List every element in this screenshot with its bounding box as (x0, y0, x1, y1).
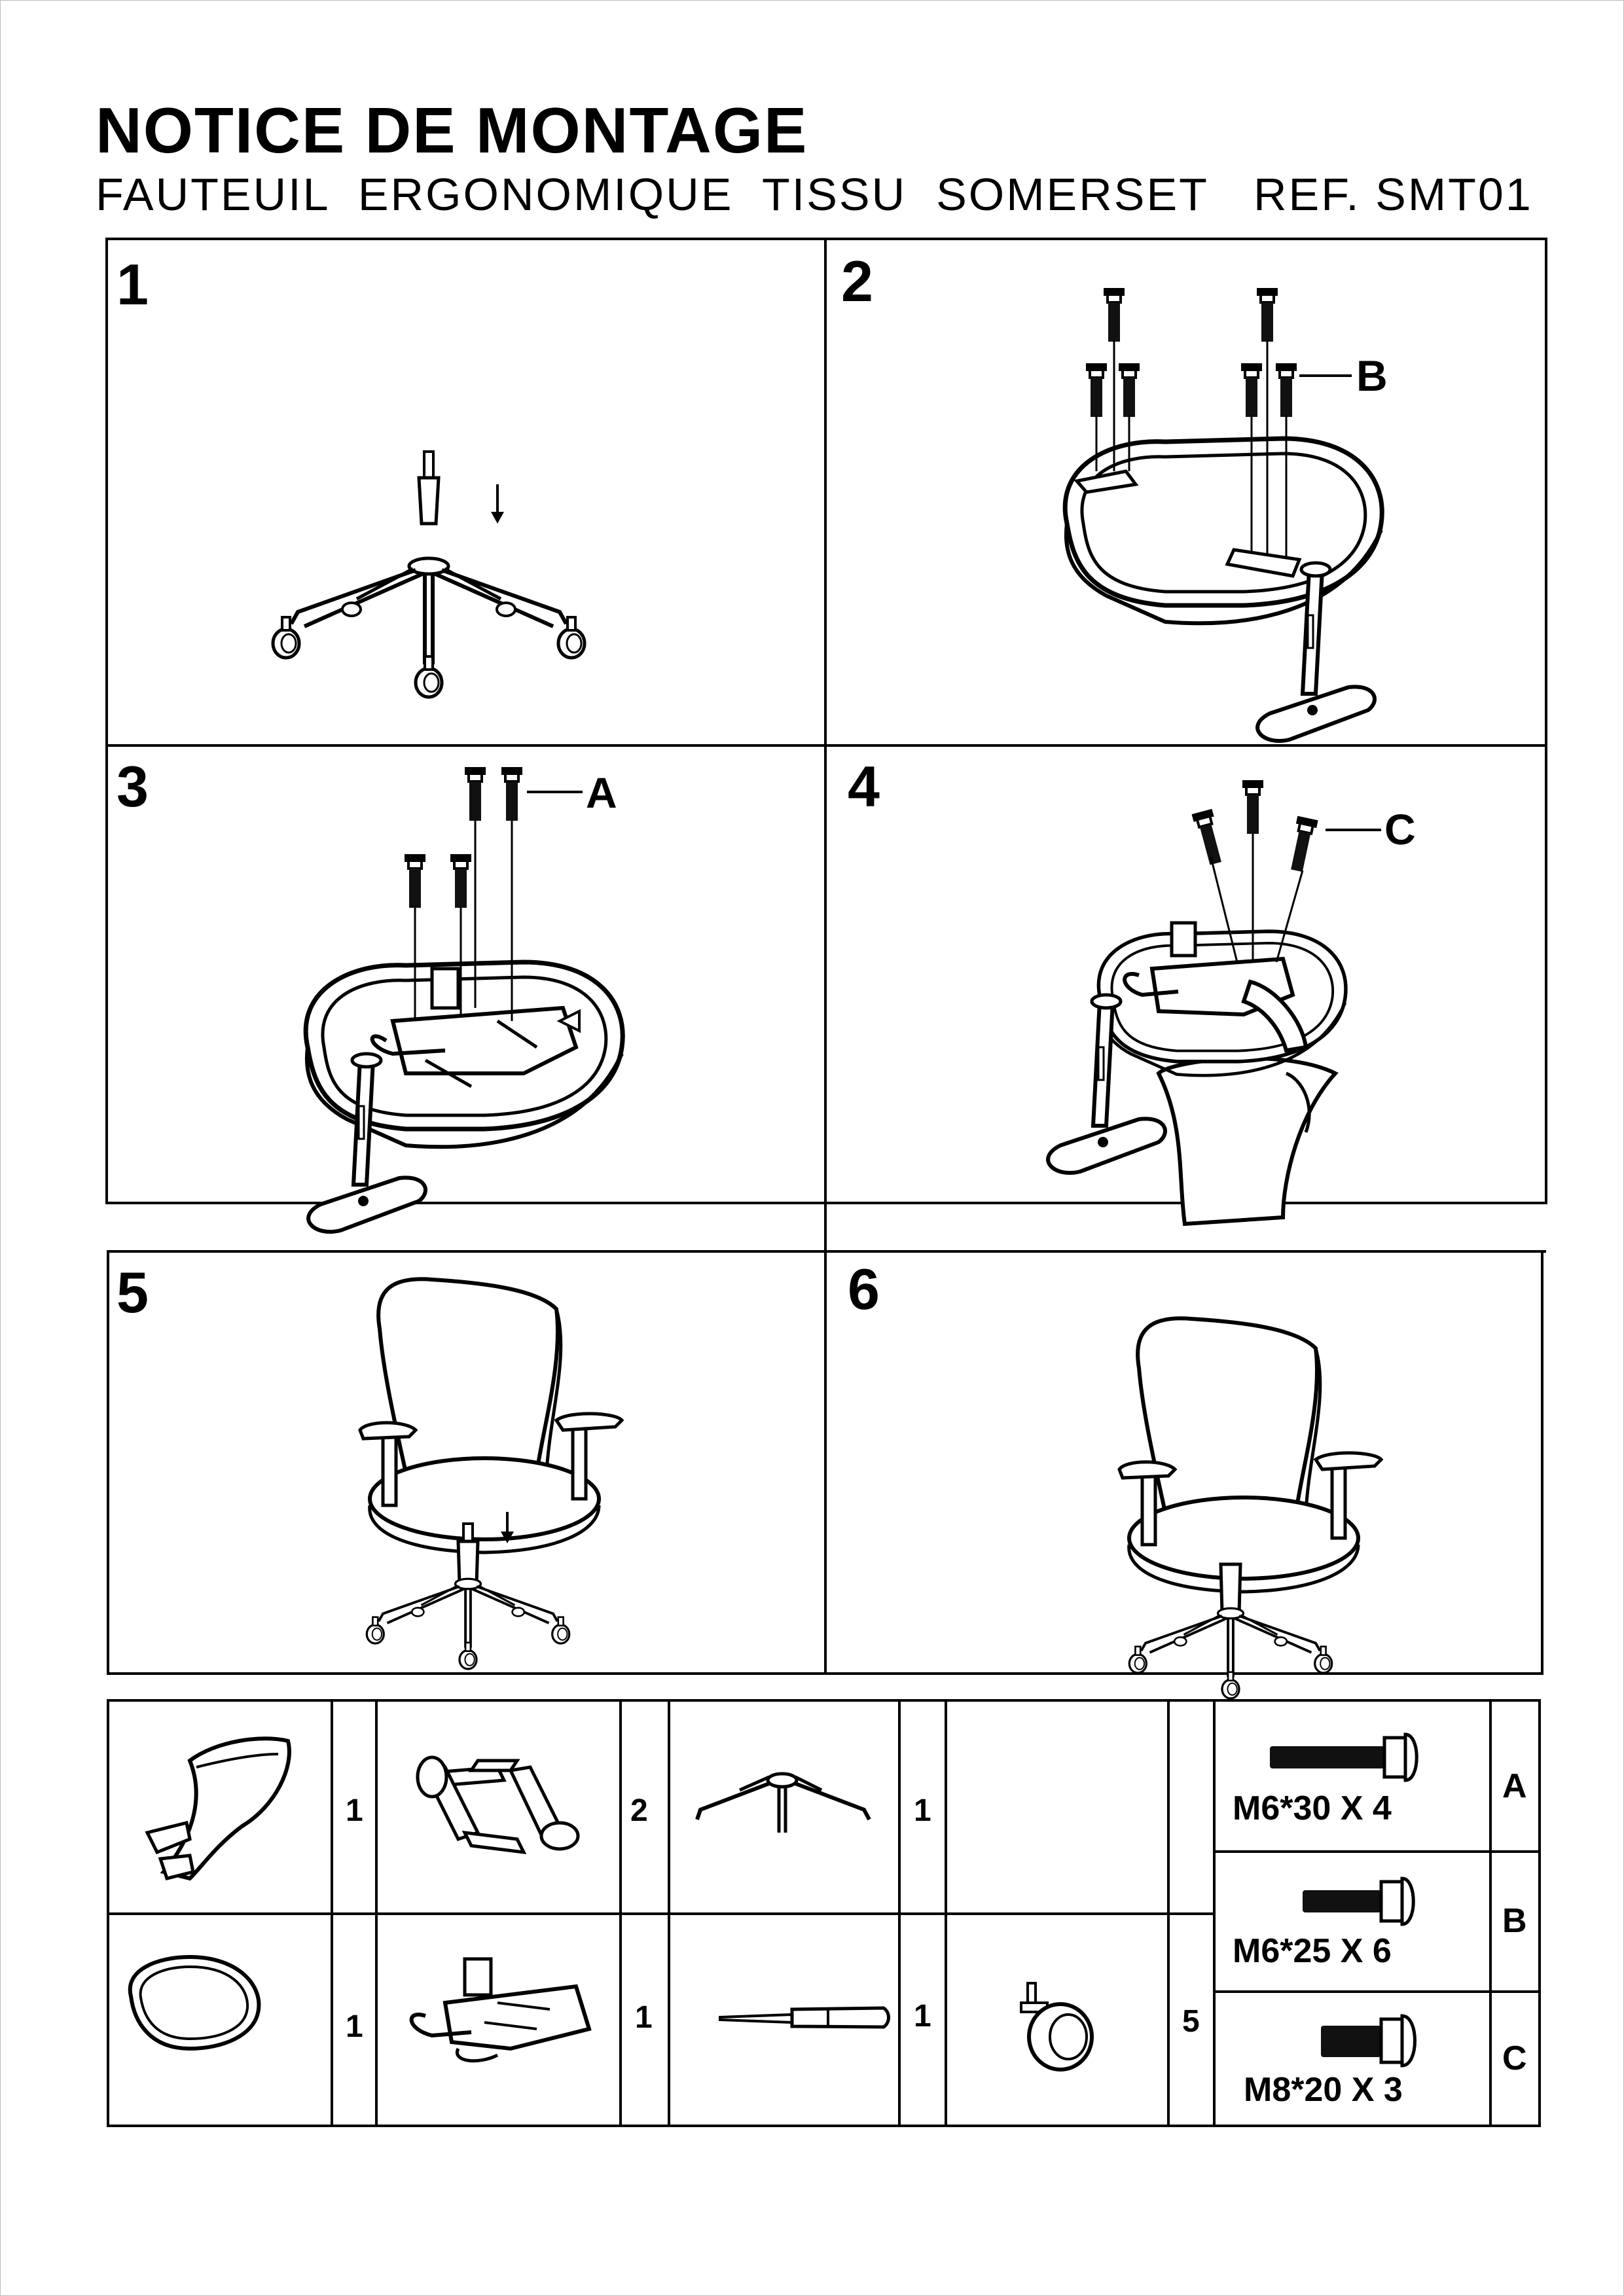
part-gas-lift-icon (719, 2006, 890, 2029)
qty-star-base: 1 (914, 1793, 931, 1828)
part-mechanism-icon (409, 1957, 592, 2063)
part-star-base-icon (695, 1772, 871, 1833)
qty-armrest-brackets: 2 (630, 1793, 648, 1828)
step-1-illustration (273, 450, 585, 697)
step-4-illustration (1048, 779, 1381, 1227)
step-4-callout-c: C (1384, 805, 1416, 853)
screw-b-label: B (1502, 1902, 1527, 1940)
part-caster-icon (1020, 1982, 1094, 2072)
screw-b-icon (1303, 1876, 1415, 1926)
qty-seat: 1 (346, 2009, 363, 2044)
qty-backrest: 1 (346, 1793, 363, 1828)
qty-casters: 5 (1182, 2004, 1200, 2039)
product-reference: REF. SMT01 (1254, 169, 1533, 220)
qty-mechanism: 1 (635, 2000, 653, 2035)
step-6-illustration (1119, 1318, 1381, 1698)
step-3-illustration (306, 766, 623, 1232)
screw-c-label: C (1502, 2039, 1527, 2077)
screw-a-icon (1270, 1732, 1418, 1782)
product-name: FAUTEUIL ERGONOMIQUE TISSU SOMERSET (96, 169, 1209, 220)
screw-c-spec: M8*20 X 3 (1244, 2071, 1403, 2109)
step-2-illustration (1065, 287, 1382, 741)
screw-a-label: A (1502, 1767, 1527, 1805)
step-5-illustration (360, 1279, 622, 1669)
step-1-number: 1 (117, 252, 149, 317)
document-title: NOTICE DE MONTAGE (96, 94, 808, 166)
qty-gas-lift: 1 (914, 1999, 931, 2034)
step-2-number: 2 (841, 249, 873, 314)
parts-table (107, 1699, 1541, 2127)
step-5-number: 5 (117, 1260, 149, 1325)
screw-a-spec: M6*30 X 4 (1233, 1789, 1392, 1827)
step-3-number: 3 (117, 754, 149, 819)
step-4-number: 4 (848, 754, 880, 819)
part-armrest-brackets-icon (416, 1755, 580, 1855)
screw-c-icon (1321, 2014, 1416, 2068)
step-2-callout-b: B (1356, 351, 1388, 400)
screw-b-spec: M6*25 X 6 (1233, 1932, 1392, 1970)
part-backrest-icon (145, 1736, 291, 1881)
part-seat-icon (128, 1954, 261, 2051)
step-3-callout-a: A (586, 768, 617, 817)
step-6-number: 6 (848, 1257, 880, 1321)
